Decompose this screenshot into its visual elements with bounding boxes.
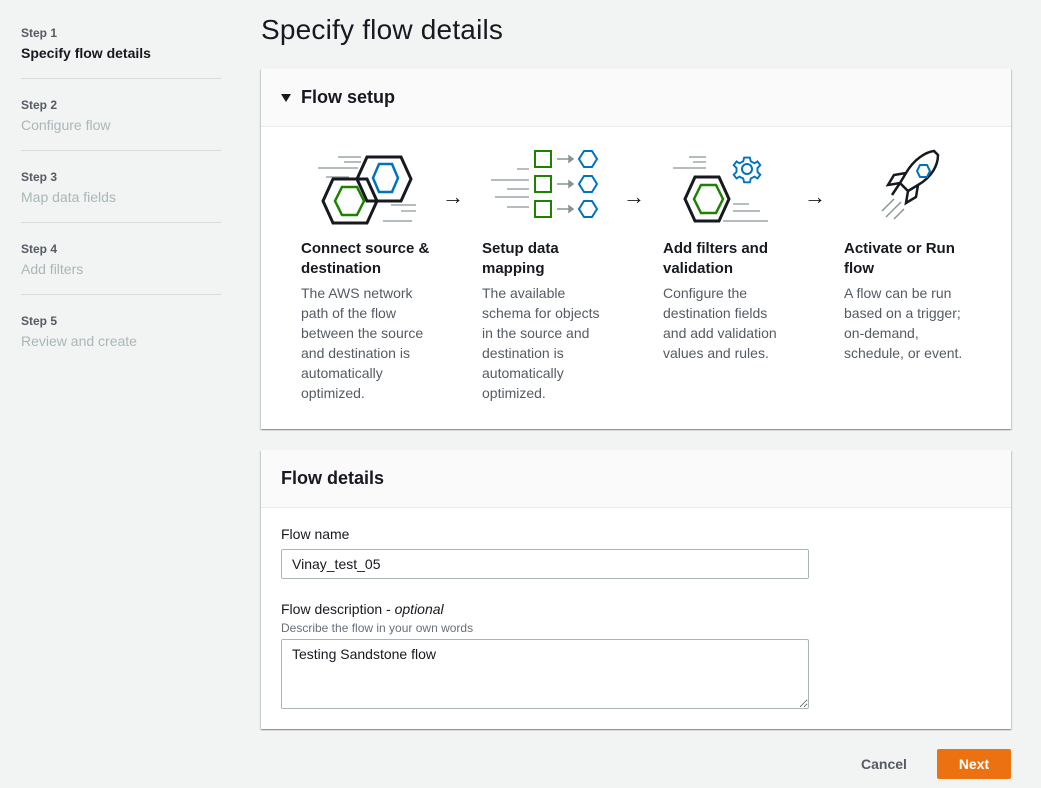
flow-name-label: Flow name [281,526,350,542]
divider [21,222,221,223]
flow-description-label-text: Flow description [281,601,383,617]
flow-step-description: The available schema for objects in the … [482,285,600,401]
next-button[interactable]: Next [937,749,1011,779]
caret-down-icon[interactable] [281,94,291,102]
flow-description-textarea[interactable]: Testing Sandstone flow [281,639,809,709]
page-title: Specify flow details [261,14,504,45]
rocket-icon [881,149,940,220]
arrow-right-icon: → [623,184,645,209]
wizard-steps: Step 1 Specify flow details Step 2 Confi… [21,26,221,386]
arrow-right-icon: → [804,184,826,209]
flow-description-hint: Describe the flow in your own words [281,621,474,635]
step-title: Map data fields [21,189,116,205]
optional-label: optional [394,601,444,617]
divider [21,294,221,295]
flow-description-label: Flow description - optional [281,601,444,617]
arrow-right-icon: → [442,184,464,209]
flow-name-input[interactable] [281,549,809,579]
flow-details-title: Flow details [281,468,385,488]
step-number: Step 1 [21,26,58,40]
flow-setup-header[interactable]: Flow setup [261,69,1011,127]
divider [21,150,221,151]
wizard-step-4[interactable]: Step 4 Add filters [21,242,221,314]
step-title: Configure flow [21,117,111,133]
step-number: Step 5 [21,314,58,328]
flow-step-title: Add filters and validation [663,240,769,277]
step-number: Step 2 [21,98,58,112]
step-number: Step 4 [21,242,58,256]
step-title: Review and create [21,333,137,349]
step-title: Add filters [21,261,84,277]
step-number: Step 3 [21,170,58,184]
step-title: Specify flow details [21,45,151,61]
flow-step-title: Connect source & destination [301,240,430,277]
wizard-step-2[interactable]: Step 2 Configure flow [21,98,221,170]
flow-steps: Connect source & destination The AWS net… [261,127,1011,427]
flow-setup-panel: Flow setup Connect source & destination … [261,69,1011,429]
flow-step-title: Setup data mapping [482,240,559,277]
wizard-step-3[interactable]: Step 3 Map data fields [21,170,221,242]
flow-setup-title: Flow setup [301,87,395,107]
cancel-button[interactable]: Cancel [846,749,922,779]
hexagon-connect-icon [318,155,416,225]
flow-step-description: Configure the destination fields and add… [663,285,777,361]
flow-step-title: Activate or Run flow [844,240,955,277]
gear-filter-icon [673,156,768,223]
flow-details-panel: Flow details Flow name Flow description … [261,450,1011,729]
flow-step-description: A flow can be run based on a trigger; on… [844,285,963,361]
data-mapping-icon [491,150,599,218]
wizard-step-5[interactable]: Step 5 Review and create [21,314,221,386]
divider [21,78,221,79]
flow-step-description: The AWS network path of the flow between… [301,285,424,401]
wizard-step-1[interactable]: Step 1 Specify flow details [21,26,221,98]
flow-details-header: Flow details [261,450,1011,508]
